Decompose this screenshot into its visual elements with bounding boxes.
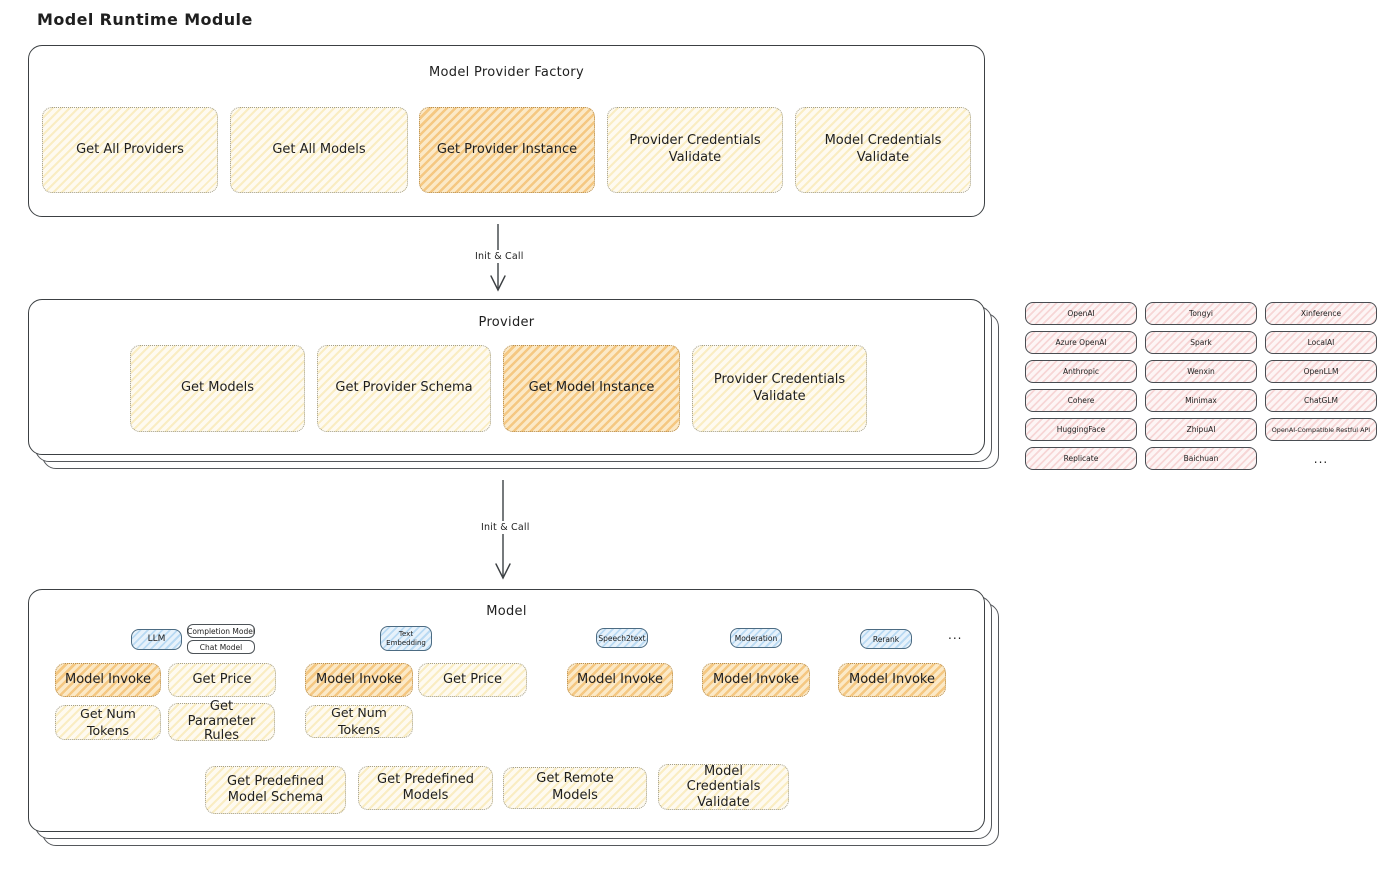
model-title: Model	[486, 604, 527, 619]
node-llm-get-parameter-rules: Get Parameter Rules	[168, 699, 275, 743]
provider-pill-azure-openai: Azure OpenAI	[1025, 331, 1137, 354]
node-label: Get All Models	[272, 141, 366, 157]
node-label: Get Provider Schema	[335, 380, 473, 396]
provider-pill-replicate: Replicate	[1025, 447, 1137, 470]
node-get-provider-instance: Get Provider Instance	[419, 107, 595, 193]
provider-pill-chatglm: ChatGLM	[1265, 389, 1377, 412]
node-get-remote-models: Get Remote Models	[503, 767, 647, 809]
node-label: Get Model Instance	[528, 380, 655, 396]
tab-moderation: Moderation	[730, 628, 782, 648]
node-llm-get-num-tokens: Get Num Tokens	[55, 705, 161, 740]
node-get-model-instance: Get Model Instance	[503, 345, 680, 432]
node-label: Get Price	[442, 671, 502, 687]
provider-pill-anthropic: Anthropic	[1025, 360, 1137, 383]
node-rerank-model-invoke: Model Invoke	[838, 663, 946, 697]
tab-text-embedding: Text Embedding	[380, 626, 432, 651]
provider-pill-xinference: Xinference	[1265, 302, 1377, 325]
node-get-models: Get Models	[130, 345, 305, 432]
node-label: Model Credentials Validate	[686, 763, 761, 810]
provider-pill-openllm: OpenLLM	[1265, 360, 1377, 383]
tabs-more-ellipsis: ...	[948, 628, 963, 642]
node-label: Model Invoke	[65, 671, 151, 687]
node-get-predefined-model-schema: Get Predefined Model Schema	[205, 766, 346, 814]
provider-pill-tongyi: Tongyi	[1145, 302, 1257, 325]
node-model-credentials-validate: Model Credentials Validate	[658, 764, 789, 810]
node-provider-credentials-validate-factory: Provider Credentials Validate	[607, 107, 783, 193]
provider-pill-wenxin: Wenxin	[1145, 360, 1257, 383]
node-get-all-models: Get All Models	[230, 107, 408, 193]
node-llm-model-invoke: Model Invoke	[55, 663, 161, 697]
node-label: Provider Credentials Validate	[629, 133, 761, 165]
factory-title: Model Provider Factory	[429, 65, 584, 80]
node-label: Provider Credentials Validate	[713, 371, 846, 404]
node-label: Model Invoke	[849, 671, 935, 687]
node-text-embedding-get-price: Get Price	[418, 663, 527, 697]
node-speech2text-model-invoke: Model Invoke	[567, 663, 673, 697]
tab-chat-model: Chat Model	[187, 640, 255, 654]
provider-pill-zhipuai: ZhipuAI	[1145, 418, 1257, 441]
tab-llm: LLM	[131, 629, 182, 650]
node-label: Model Credentials Validate	[824, 133, 942, 165]
node-provider-credentials-validate: Provider Credentials Validate	[692, 345, 867, 432]
node-get-all-providers: Get All Providers	[42, 107, 218, 193]
node-label: Get Num Tokens	[331, 705, 387, 737]
node-get-provider-schema: Get Provider Schema	[317, 345, 491, 432]
node-label: Get Models	[180, 380, 255, 396]
node-label: Get Provider Instance	[436, 141, 578, 157]
node-label: Get Parameter Rules	[187, 698, 256, 744]
arrow-label-init-call-1: Init & Call	[471, 250, 528, 263]
node-label: Get Price	[192, 671, 252, 687]
provider-pill-openai-compatible: OpenAI-Compatible Restful API	[1265, 418, 1377, 441]
tab-rerank: Rerank	[860, 629, 912, 649]
provider-pill-localai: LocalAI	[1265, 331, 1377, 354]
node-label: Get Num Tokens	[80, 706, 136, 738]
node-label: Get All Providers	[76, 141, 184, 157]
node-get-predefined-models: Get Predefined Models	[358, 766, 493, 810]
node-label: Model Invoke	[316, 671, 402, 687]
node-text-embedding-get-num-tokens: Get Num Tokens	[305, 705, 413, 738]
node-label: Get Predefined Models	[377, 772, 474, 803]
node-model-credentials-validate-factory: Model Credentials Validate	[795, 107, 971, 193]
node-moderation-model-invoke: Model Invoke	[702, 663, 810, 697]
provider-pill-cohere: Cohere	[1025, 389, 1137, 412]
page-title: Model Runtime Module	[37, 10, 253, 29]
provider-title: Provider	[478, 315, 535, 330]
node-label: Model Invoke	[577, 671, 663, 687]
node-label: Model Invoke	[713, 671, 799, 687]
node-llm-get-price: Get Price	[168, 663, 276, 697]
node-label: Get Remote Models	[536, 771, 614, 803]
provider-pill-more-ellipsis: ...	[1313, 451, 1329, 466]
providers-grid: OpenAI Tongyi Xinference Azure OpenAI Sp…	[1025, 302, 1377, 470]
provider-pill-huggingface: HuggingFace	[1025, 418, 1137, 441]
tab-completion-model: Completion Model	[187, 624, 255, 638]
tab-speech2text: Speech2text	[596, 628, 648, 648]
provider-pill-openai: OpenAI	[1025, 302, 1137, 325]
provider-pill-baichuan: Baichuan	[1145, 447, 1257, 470]
node-label: Get Predefined Model Schema	[227, 774, 324, 805]
node-text-embedding-model-invoke: Model Invoke	[305, 663, 413, 697]
provider-pill-minimax: Minimax	[1145, 389, 1257, 412]
provider-pill-spark: Spark	[1145, 331, 1257, 354]
arrow-label-init-call-2: Init & Call	[477, 521, 534, 534]
